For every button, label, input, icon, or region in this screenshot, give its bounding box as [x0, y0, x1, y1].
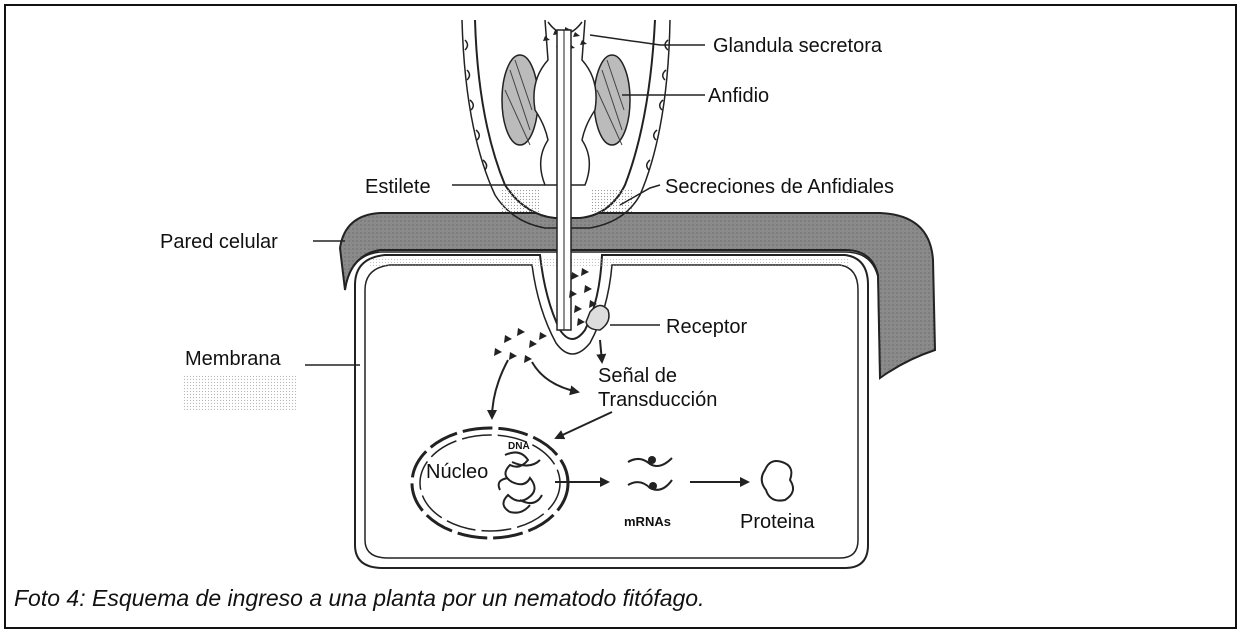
dna-coil [497, 451, 543, 514]
membrana-smudge [182, 375, 297, 410]
label-estilete: Estilete [365, 176, 431, 198]
label-glandula-secretora: Glandula secretora [713, 35, 883, 57]
secretion-particles [494, 268, 597, 363]
label-secreciones: Secreciones de Anfidiales [665, 176, 894, 198]
label-senal-de: Señal de [598, 365, 677, 387]
cell-wall-inner-edge [344, 251, 881, 379]
label-pared-celular: Pared celular [160, 231, 278, 253]
label-nucleo: Núcleo [426, 461, 488, 483]
label-dna: DNA [508, 441, 530, 452]
leader-lines [305, 34, 705, 366]
label-mrnas: mRNAs [624, 514, 671, 529]
label-transduccion: Transducción [598, 389, 717, 411]
cell-membrane-inner [364, 264, 859, 559]
nucleus-membrane [410, 426, 570, 540]
label-receptor: Receptor [666, 316, 747, 338]
receptor-shape [585, 304, 610, 331]
label-anfidio: Anfidio [708, 85, 769, 107]
figure-caption: Foto 4: Esquema de ingreso a una planta … [14, 585, 705, 611]
label-membrana: Membrana [185, 348, 281, 370]
cell-wall [338, 212, 937, 380]
protein-shape [760, 460, 795, 502]
membrane-shading [370, 258, 850, 266]
pathway-arrows [487, 339, 750, 487]
label-proteina: Proteina [740, 511, 815, 533]
